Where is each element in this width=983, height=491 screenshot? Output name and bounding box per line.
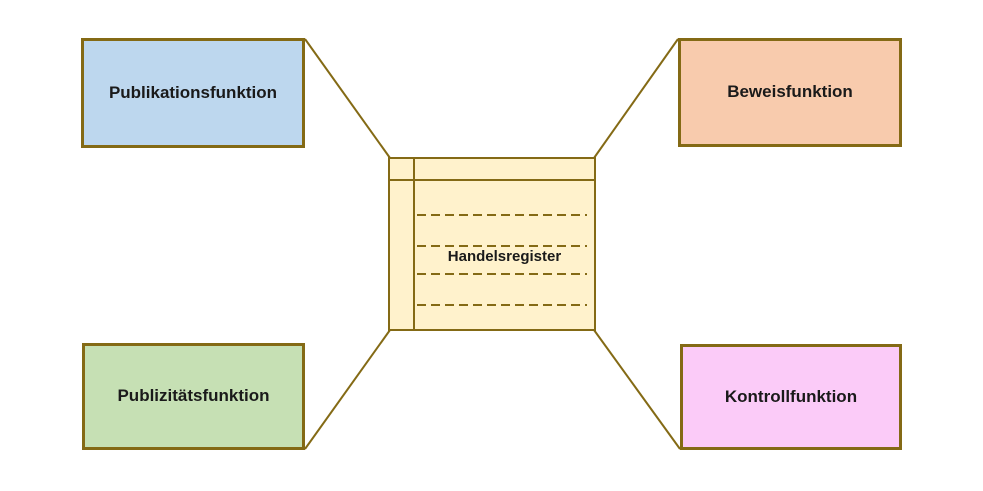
node-kontrollfunktion: Kontrollfunktion	[680, 344, 902, 450]
connector-top-right-line	[593, 38, 679, 159]
node-handelsregister: Handelsregister	[388, 157, 596, 331]
connector-bottom-left-line	[304, 329, 391, 450]
node-publikationsfunktion-label: Publikationsfunktion	[108, 82, 278, 102]
node-kontrollfunktion-label: Kontrollfunktion	[724, 386, 858, 406]
ruled-line-2	[417, 245, 587, 247]
node-beweisfunktion: Beweisfunktion	[678, 38, 902, 147]
ruled-line-4	[417, 304, 587, 306]
node-handelsregister-label: Handelsregister	[447, 248, 562, 265]
ruled-line-3	[417, 273, 587, 275]
ruled-line-1	[417, 214, 587, 216]
node-beweisfunktion-label: Beweisfunktion	[727, 82, 853, 102]
center-top-divider	[390, 179, 594, 181]
center-left-divider	[413, 159, 415, 329]
node-publikationsfunktion: Publikationsfunktion	[81, 38, 305, 148]
connector-top-left-line	[304, 38, 391, 159]
node-publizitaetsfunktion: Publizitätsfunktion	[82, 343, 305, 450]
connector-bottom-right-line	[593, 329, 681, 450]
node-publizitaetsfunktion-label: Publizitätsfunktion	[117, 386, 270, 406]
